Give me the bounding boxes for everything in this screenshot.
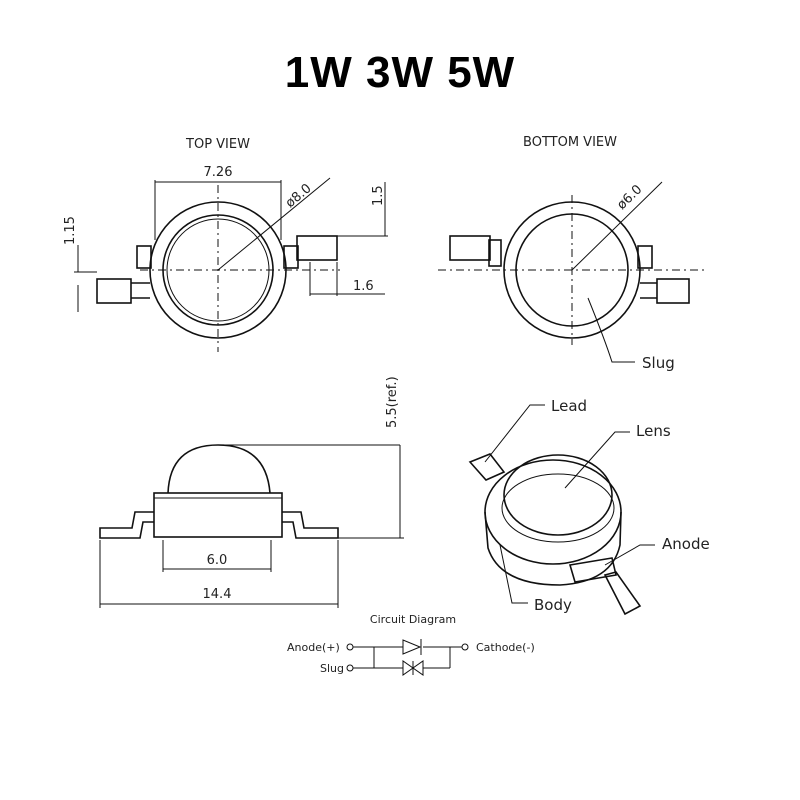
dim-total-144: 14.4 — [203, 587, 232, 602]
dim-dia-60: ø6.0 — [614, 182, 645, 213]
label-slug: Slug — [642, 354, 675, 372]
top-tab-left — [136, 245, 152, 269]
dim-115: 1.15 — [63, 216, 78, 245]
body-top-ellipse — [484, 459, 622, 565]
terminal-slug — [346, 664, 354, 672]
dim-16: 1.6 — [353, 279, 374, 294]
side-body — [153, 492, 283, 538]
lens-dome — [503, 454, 613, 536]
anode-tab — [568, 557, 617, 583]
lens-base — [501, 473, 615, 543]
perspective-view: Lead Lens Anode Body — [468, 397, 710, 616]
circuit-title: Circuit Diagram — [370, 613, 456, 626]
terminal-anode — [346, 643, 354, 651]
dim-width-726: 7.26 — [204, 165, 233, 180]
side-dome — [167, 444, 271, 494]
circuit-anode-label: Anode(+) — [287, 641, 340, 654]
side-view: 5.5(ref.) 6.0 14.4 — [99, 376, 404, 608]
top-tab-right — [283, 245, 299, 269]
top-view: TOP VIEW 7.26 ø8.0 1.5 1.15 — [63, 137, 388, 352]
circuit-cathode-label: Cathode(-) — [476, 641, 535, 654]
top-lead-right — [296, 235, 338, 261]
circuit-slug-label: Slug — [320, 662, 344, 675]
top-lead-left — [96, 278, 132, 304]
bottom-lead-right — [656, 278, 690, 304]
label-lead: Lead — [551, 397, 587, 415]
lead-top-left — [468, 453, 506, 481]
bottom-tab-right — [637, 245, 653, 269]
bottom-view: BOTTOM VIEW ø6.0 Slug — [438, 135, 705, 372]
side-lead-right — [282, 511, 339, 539]
bottom-view-label: BOTTOM VIEW — [523, 135, 617, 150]
circuit-diagram: Circuit Diagram Anode(+) Slug Cathode(-) — [287, 613, 535, 676]
terminal-cathode — [461, 643, 469, 651]
page-title: 1W 3W 5W — [284, 48, 516, 97]
bottom-tab-left — [488, 239, 502, 267]
label-body: Body — [534, 596, 572, 614]
anode-lead — [603, 571, 642, 616]
dim-base-60: 6.0 — [207, 553, 228, 568]
bottom-lead-left — [449, 235, 491, 261]
dim-height-ref: 5.5(ref.) — [385, 376, 400, 428]
dim-15: 1.5 — [371, 185, 386, 206]
top-view-label: TOP VIEW — [185, 137, 250, 152]
zener-diode-symbol — [402, 660, 414, 676]
dim-dia-80: ø8.0 — [283, 181, 315, 211]
label-anode: Anode — [662, 535, 710, 553]
led-diode-symbol — [402, 639, 422, 655]
side-lead-left — [99, 511, 154, 539]
label-lens: Lens — [636, 422, 671, 440]
